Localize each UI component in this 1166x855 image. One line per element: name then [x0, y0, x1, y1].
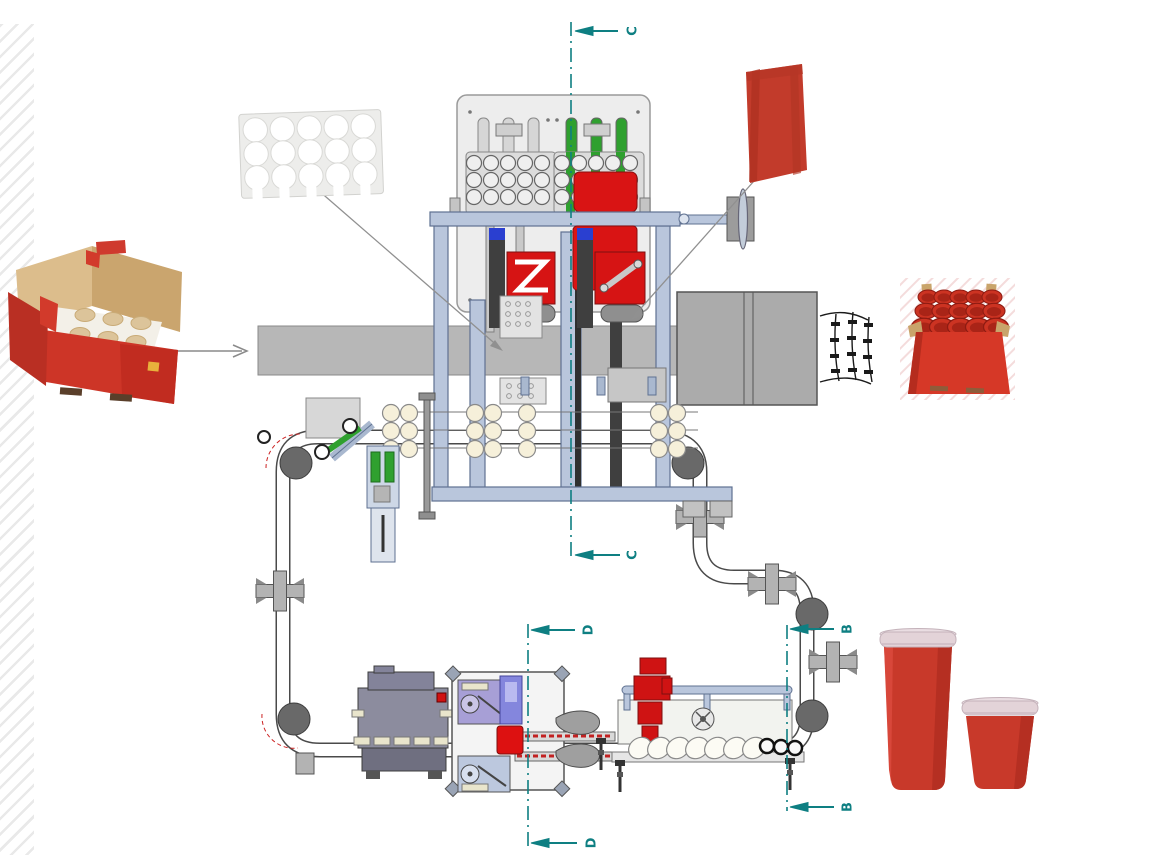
- punnet-row-middle: [914, 302, 1006, 320]
- infeed-conveyor: [257, 325, 679, 376]
- lid-sealer-unit: [444, 665, 616, 798]
- infeed-arrowhead: [232, 344, 249, 358]
- machine-foot: [709, 500, 733, 518]
- arm-pivot: [678, 213, 690, 225]
- infeed-carton-photo: [8, 240, 182, 404]
- frame-column: [433, 225, 449, 491]
- incline-riser: [257, 397, 375, 462]
- stud: [520, 376, 530, 396]
- frame-column-dark: [575, 232, 581, 488]
- section-line-c: [570, 22, 620, 561]
- track-drum: [795, 597, 829, 631]
- side-box: [607, 367, 667, 403]
- track-drum: [795, 699, 829, 733]
- section-arrow-c-bottom: [574, 549, 594, 561]
- seal-rings: [758, 737, 804, 757]
- section-label-c-bottom: C: [626, 550, 641, 560]
- auger-screws: [628, 736, 766, 760]
- actuator-tower-right: [577, 228, 646, 328]
- punnet-row-back: [917, 289, 1003, 305]
- section-label-b-bottom: B: [841, 802, 856, 812]
- track-drum: [277, 702, 311, 736]
- gripper-paddle: [555, 710, 601, 735]
- track-drum: [279, 446, 313, 480]
- tall-punnet-photo: [879, 628, 957, 790]
- section-line-b: [786, 623, 834, 813]
- probe-actuator: [366, 445, 400, 563]
- red-liner-cloth-photo: [746, 64, 807, 183]
- section-arrow-d-bottom: [530, 837, 550, 849]
- cross-beam: [429, 211, 681, 227]
- guide-arc-red: [265, 433, 303, 469]
- liner-leader-arrowhead: [490, 340, 503, 351]
- section-line-d: [527, 624, 577, 849]
- cloth-leader-arrowhead: [631, 309, 643, 320]
- small-punnet-photo: [961, 697, 1039, 789]
- red-pusher-block-upper: [573, 171, 638, 213]
- red-indicator: [436, 692, 447, 703]
- track-pedestal: [295, 752, 315, 775]
- section-label-d-bottom: D: [585, 837, 600, 848]
- hand-wheel: [737, 188, 749, 250]
- dosing-motor-red: [633, 657, 673, 743]
- perforated-plate: [499, 295, 547, 405]
- section-label-d-top: D: [582, 624, 597, 635]
- drag-chain: [819, 311, 873, 385]
- section-arrow-c-top: [574, 25, 594, 37]
- center-red-block: [496, 725, 524, 755]
- gripper-paddle: [555, 743, 601, 768]
- denester-machine: [429, 94, 755, 518]
- section-arrow-d-top: [530, 624, 550, 636]
- tray-liner-photo: [238, 109, 384, 200]
- leader-lines: [174, 171, 763, 358]
- outfeed-unit: [676, 291, 818, 406]
- section-label-c-top: C: [626, 26, 641, 36]
- stud: [647, 376, 657, 396]
- stud: [596, 376, 606, 396]
- section-arrow-b-top: [789, 623, 809, 635]
- bottom-beam: [431, 486, 733, 502]
- section-arrow-b-bottom: [789, 801, 809, 813]
- cup-row-guides: [384, 411, 698, 449]
- guide-arc-red: [261, 713, 299, 749]
- machine-foot: [682, 500, 706, 518]
- liner-leader-line: [317, 189, 501, 349]
- auger-filler-unit: [611, 657, 805, 792]
- filled-crate-photo: [900, 278, 1015, 400]
- page-edge-hatching: [0, 24, 34, 855]
- section-label-b-top: B: [841, 624, 856, 634]
- cloth-leader-line: [633, 171, 763, 317]
- guide-rod: [418, 392, 436, 520]
- labeller-unit: [351, 665, 453, 779]
